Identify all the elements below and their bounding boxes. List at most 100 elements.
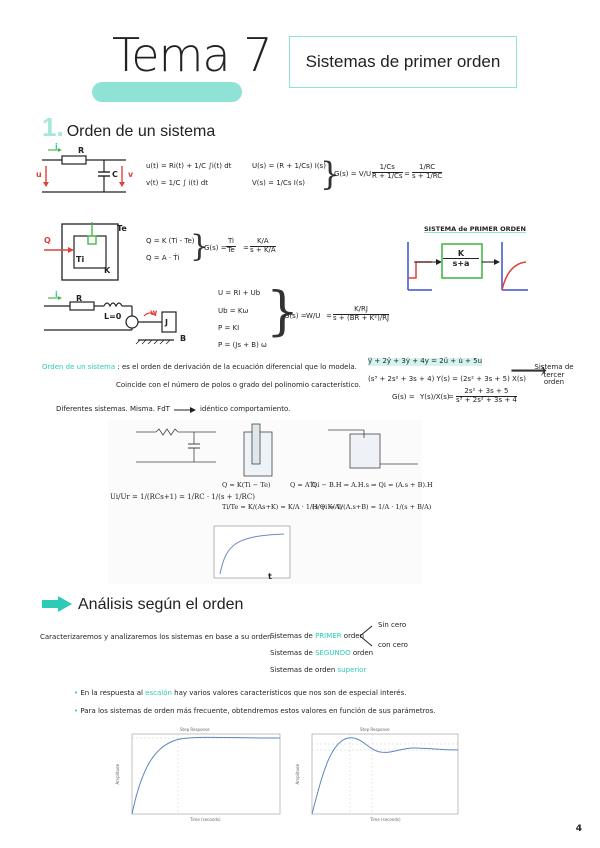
thermal-k-label: K — [104, 266, 111, 275]
example-step-response-plot — [213, 525, 291, 579]
section1-heading: 1. Orden de un sistema — [42, 112, 215, 143]
motor-j-label: J — [165, 318, 168, 327]
dc-motor-diagram — [44, 296, 177, 345]
third-order-label: Sistema de tercer orden — [534, 363, 574, 387]
bullet-parameters-text: Para los sistemas de orden más frecuente… — [80, 707, 436, 715]
rc-brace: } — [320, 155, 341, 193]
thermal-tf-num-2: K/A — [250, 237, 276, 247]
first-order-label: SISTEMA de PRIMER ORDEN — [424, 225, 526, 233]
rc-tf-lhs: G(s) = V/U — [334, 170, 372, 178]
motor-brace: } — [266, 282, 300, 342]
order-item-superior-highlight: superior — [337, 666, 367, 674]
right-plot-xlabel: Time (seconds) — [370, 817, 401, 822]
motor-equals: = — [326, 312, 332, 320]
page-title: Tema 7 — [112, 28, 272, 82]
first-order-block-num: K — [443, 249, 479, 259]
third-order-laplace: (s³ + 2s² + 3s + 4) Y(s) = (2s² + 3s + 5… — [368, 375, 526, 383]
example-thermal-eq-2: Q = AṪi — [290, 481, 317, 489]
motor-eq-1: U = RI + Ub — [218, 289, 261, 297]
example-tank-tf: H/Qi = 1/(A.s+B) = 1/A · 1/(s + B/A) — [312, 503, 432, 511]
rc-equals: = — [404, 170, 410, 178]
example-rc-schematic — [136, 428, 216, 463]
third-order-arrow-icon: ⟶ — [510, 356, 548, 386]
bullet-step-response: • En la respuesta al escalón hay varios … — [74, 689, 406, 698]
motor-l-label: L=0 — [104, 312, 122, 321]
thermal-brace: } — [190, 229, 210, 264]
third-order-tf-main: 2s² + 3s + 5 s³ + 2s² + 3s + 4 — [456, 387, 517, 404]
section1-number: 1. — [42, 112, 64, 142]
example-thermal-tf: Ti/Te = K/(As+K) = K/A · 1/(s + K/A) — [222, 503, 342, 511]
right-plot-title: Step Response — [360, 727, 390, 732]
order-item-first-label: Sistemas de — [270, 632, 313, 640]
motor-b-label: B — [180, 334, 187, 343]
motor-i-label: i — [55, 290, 58, 299]
thermal-tf-frac-1: Ti Te — [226, 237, 237, 254]
branch-sin-cero: Sin cero — [378, 621, 407, 629]
bullet-dot-icon: • — [74, 689, 79, 697]
third-order-ode: y⃛ + 2ÿ + 3ẏ + 4y = 2ü + u̇ + 5u — [368, 357, 483, 366]
motor-tf-num: K/RJ — [333, 305, 390, 315]
motor-eq-3: P = KI — [218, 324, 240, 332]
rc-tf-den-2: s + 1/RC — [412, 171, 443, 180]
rc-eq-3: U(s) = (R + 1/Cs) I(s) — [252, 162, 326, 170]
thermal-equals: = — [243, 244, 249, 252]
third-order-tf-lhs: G(s) = — [392, 393, 415, 401]
motor-eq-4: P = (Js + B) ω — [218, 341, 267, 349]
left-plot-title: Step Response — [180, 727, 210, 732]
first-order-block: K s+a — [443, 249, 479, 268]
example-tank-eq-1: Qi − B.H = A.H.s ⇒ Qi = (A.s + B).H — [312, 481, 433, 489]
rc-tf-frac-1: 1/Cs R + 1/Cs — [372, 163, 403, 180]
same-tf-result: idéntico comportamiento. — [199, 405, 291, 413]
rc-circuit-diagram — [42, 148, 126, 193]
order-definition-line2: Coincide con el número de polos o grado … — [116, 381, 361, 389]
rc-tf-num-1: 1/Cs — [372, 163, 403, 173]
motor-tf-frac: W/U — [306, 312, 321, 320]
section2-title: Análisis según el orden — [78, 596, 244, 613]
bullet-dot-icon: • — [74, 707, 79, 715]
bullet-step-highlight: escalón — [145, 689, 172, 697]
section2-arrow-icon — [42, 596, 72, 612]
thermal-system-diagram — [44, 222, 119, 281]
thermal-tf-num-1: Ti — [226, 237, 237, 247]
thermal-te-label: Te — [117, 224, 127, 233]
rc-i-label: i — [55, 142, 58, 151]
branch-con-cero: con cero — [378, 641, 408, 649]
motor-tf-main-frac: K/RJ s + (BR + K²)/RJ — [333, 305, 390, 322]
third-order-tf-num: 2s² + 3s + 5 — [456, 387, 517, 397]
rc-tf-num-2: 1/RC — [412, 163, 443, 173]
page-number: 4 — [575, 824, 582, 834]
example-t-label: t — [268, 572, 272, 581]
order-item-first-end: orden — [343, 632, 365, 640]
thermal-tf-lhs: G(s) = — [204, 244, 227, 252]
thermal-tf-den-2: s + K/A — [250, 245, 276, 254]
bullet-step-a: En la respuesta al — [80, 689, 143, 697]
example-thermal-eq-1: Q = K(Ti − Te) — [222, 481, 271, 489]
first-order-block-den: s+a — [452, 259, 470, 268]
motor-tf-lhs: G(s) = — [284, 312, 307, 320]
order-item-second-end: orden — [352, 649, 374, 657]
example-thermal-tank — [243, 423, 273, 477]
left-plot-xlabel: Time (seconds) — [190, 817, 221, 822]
thermal-tf-den-1: Te — [227, 245, 235, 254]
third-order-tf-frac: Y(s)/X(s) — [420, 393, 450, 401]
page-subtitle: Sistemas de primer orden — [305, 52, 501, 71]
section1-title: Orden de un sistema — [66, 123, 216, 140]
example-tank-system — [328, 429, 418, 469]
order-item-first-highlight: PRIMER — [315, 632, 342, 640]
same-tf-text: Diferentes sistemas. Misma. FdT — [56, 405, 170, 413]
rc-u-label: u — [36, 170, 42, 179]
section2-intro: Caracterizaremos y analizaremos los sist… — [40, 633, 277, 641]
rc-eq-2: v(t) = 1/C ∫ i(t) dt — [146, 179, 209, 187]
rc-tf-den-1: R + 1/Cs — [372, 171, 403, 180]
motor-r-label: R — [76, 294, 83, 303]
rc-c-label: C — [112, 170, 118, 179]
rc-r-label: R — [78, 146, 85, 155]
order-item-second-label: Sistemas de — [270, 649, 313, 657]
motor-eq-2: Ub = Kω — [218, 307, 249, 315]
example-rc-tf: Ui/Ur = 1/(RCs+1) = 1/RC · 1/(s + 1/RC) — [110, 493, 255, 501]
motor-w-label: w — [150, 308, 158, 317]
branch-icon — [359, 625, 373, 647]
thermal-q-label: Q — [44, 236, 51, 245]
left-plot-axes — [131, 733, 281, 815]
thermal-eq-1: Q = K (Ti - Te) — [146, 237, 195, 245]
